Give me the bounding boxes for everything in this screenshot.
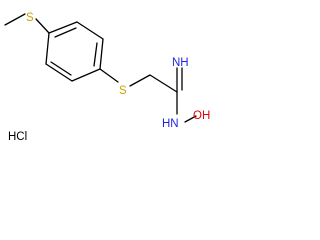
bond-n-o: [184, 115, 197, 123]
bond-ring-inner-1: [54, 27, 77, 38]
bond-methyl-s: [4, 13, 26, 26]
bond-ring-1: [48, 21, 78, 34]
chemical-structure-diagram: S S NH HN OH HCl: [4, 12, 210, 143]
bond-s-ring: [35, 18, 50, 34]
bond-ring-4: [71, 68, 101, 82]
bond-ch2-c: [149, 74, 178, 93]
atom-sulfur-thioether: S: [119, 85, 127, 97]
atom-imine-nh: NH: [172, 57, 189, 69]
bond-ring-s2: [99, 68, 119, 83]
bond-ring-inner-3: [50, 61, 72, 76]
bond-ring-3: [99, 38, 104, 70]
bond-ring-5: [45, 63, 73, 82]
bond-s2-ch2: [129, 74, 151, 87]
salt-hcl-label: HCl: [8, 131, 27, 143]
atom-hydroxyl-oh: OH: [193, 110, 210, 122]
atom-hydroxylamine-nh: HN: [162, 118, 179, 130]
bond-ring-6: [45, 32, 50, 65]
bond-ring-inner-2: [93, 42, 98, 67]
bond-ring-2: [76, 21, 104, 40]
atom-sulfur-methylthio: S: [26, 12, 34, 24]
